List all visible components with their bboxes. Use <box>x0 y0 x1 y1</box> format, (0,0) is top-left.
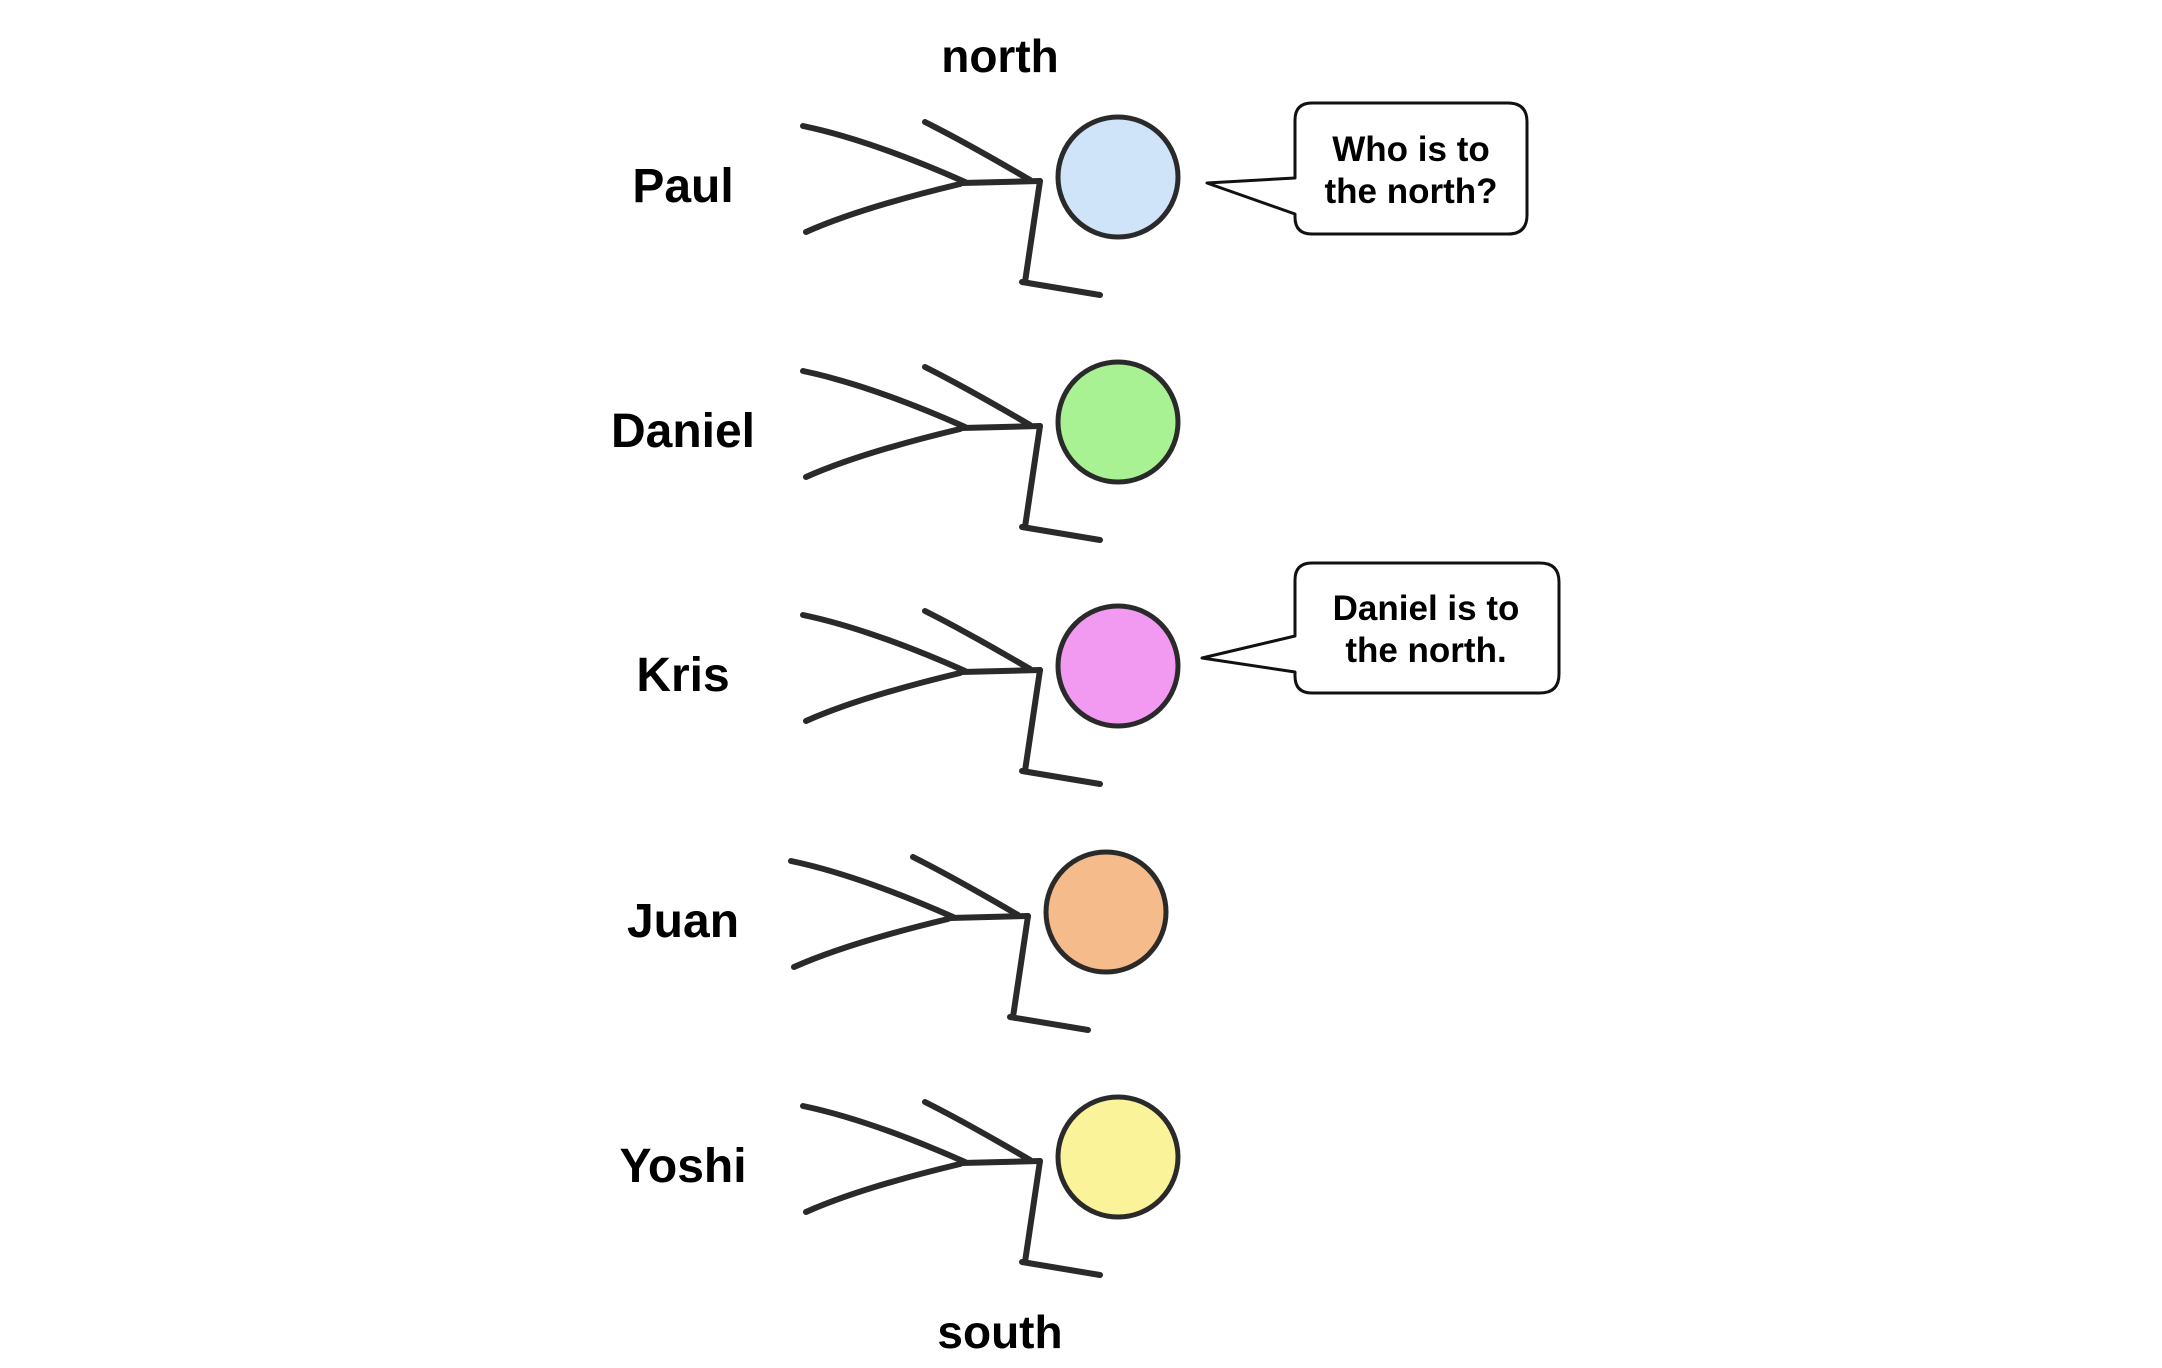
south-label: south <box>937 1306 1062 1358</box>
person-row-juan: Juan <box>627 849 1169 1033</box>
person-name: Paul <box>632 160 733 213</box>
person-name: Juan <box>627 895 739 948</box>
bubble-line-1: Daniel is to <box>1333 589 1520 628</box>
bubble-line-1: Who is to <box>1332 130 1489 169</box>
person-name: Kris <box>636 649 729 702</box>
stick-figure <box>800 114 1181 298</box>
stick-figure-head-icon <box>1055 359 1181 485</box>
stick-figure-head-icon <box>1055 114 1181 240</box>
person-row-daniel: Daniel <box>611 359 1181 543</box>
people-list: Paul Daniel <box>611 114 1181 1278</box>
speech-bubble-kris: Daniel is to the north. <box>1200 561 1561 695</box>
north-label: north <box>941 30 1059 82</box>
stick-figure <box>800 603 1181 787</box>
person-name: Daniel <box>611 405 755 458</box>
stick-figure-head-icon <box>1055 1094 1181 1220</box>
speech-bubble-paul: Who is to the north? <box>1205 101 1529 236</box>
bubble-line-2: the north? <box>1324 172 1497 211</box>
stick-figure-head-icon <box>1043 849 1169 975</box>
stick-figure <box>800 359 1181 543</box>
person-row-kris: Kris <box>636 603 1181 787</box>
person-name: Yoshi <box>619 1140 746 1193</box>
stick-figure <box>800 1094 1181 1278</box>
bubble-line-2: the north. <box>1345 631 1506 670</box>
person-row-paul: Paul <box>632 114 1181 298</box>
stick-figure-head-icon <box>1055 603 1181 729</box>
person-row-yoshi: Yoshi <box>619 1094 1181 1278</box>
stick-figure <box>788 849 1169 1033</box>
